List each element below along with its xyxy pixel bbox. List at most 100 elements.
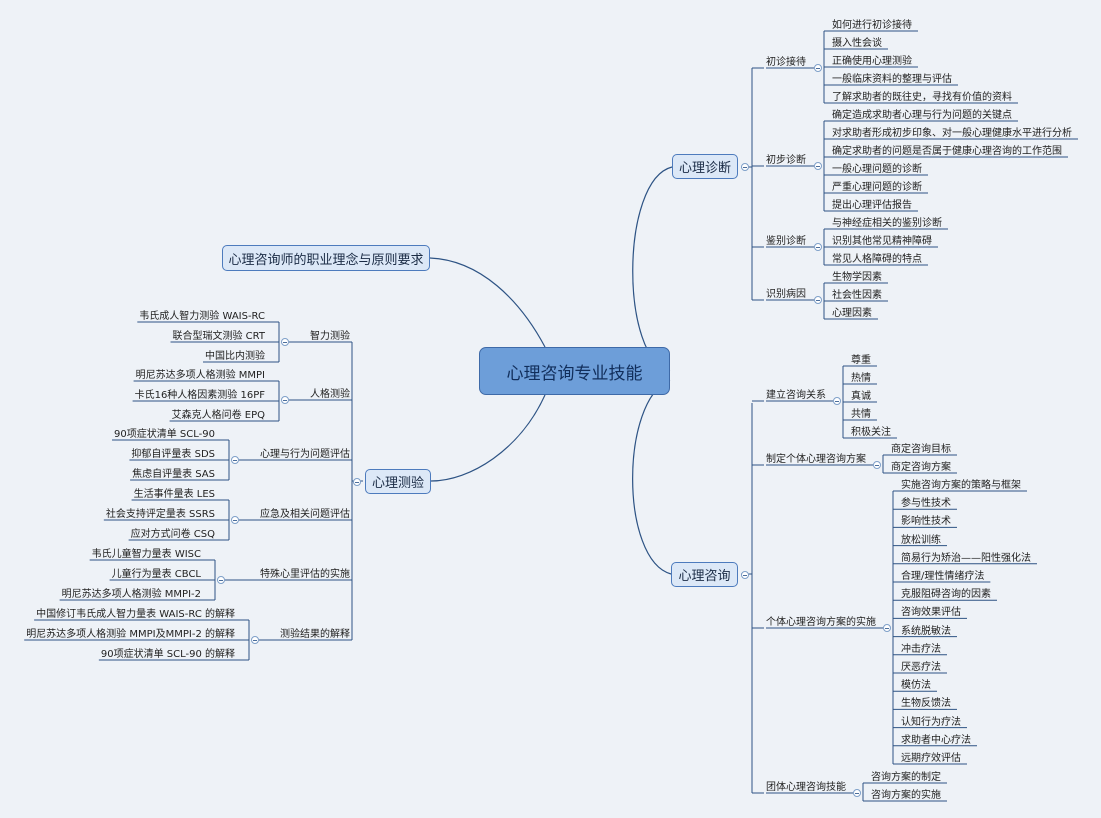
- collapse-toggle-icon[interactable]: [217, 576, 225, 584]
- leaf-topic[interactable]: 识别其他常见精神障碍: [832, 236, 932, 247]
- main-topic-counseling[interactable]: 心理咨询: [671, 562, 738, 587]
- collapse-toggle-icon[interactable]: [814, 162, 822, 170]
- leaf-topic[interactable]: 联合型瑞文测验 CRT: [172, 331, 266, 342]
- subtopic-label[interactable]: 识别病因: [766, 289, 806, 300]
- leaf-topic[interactable]: 求助者中心疗法: [901, 734, 971, 746]
- leaf-topic[interactable]: 冲击疗法: [901, 643, 941, 655]
- leaf-topic[interactable]: 中国修订韦氏成人智力量表 WAIS-RC 的解释: [36, 609, 235, 620]
- leaf-topic[interactable]: 心理因素: [832, 308, 872, 319]
- subtopic-label[interactable]: 团体心理咨询技能: [766, 782, 846, 793]
- leaf-topic[interactable]: 咨询方案的制定: [871, 772, 941, 783]
- subtopic-label[interactable]: 特殊心里评估的实施: [260, 569, 350, 580]
- leaf-topic[interactable]: 生物反馈法: [901, 698, 951, 710]
- collapse-toggle-icon[interactable]: [883, 624, 891, 632]
- leaf-topic[interactable]: 确定造成求助者心理与行为问题的关键点: [832, 110, 1012, 121]
- leaf-topic[interactable]: 积极关注: [851, 427, 891, 438]
- leaf-topic[interactable]: 一般心理问题的诊断: [832, 164, 922, 175]
- leaf-topic[interactable]: 影响性技术: [901, 516, 951, 528]
- leaf-topic[interactable]: 与神经症相关的鉴别诊断: [832, 218, 942, 229]
- leaf-topic[interactable]: 提出心理评估报告: [832, 200, 912, 211]
- leaf-topic[interactable]: 热情: [851, 373, 871, 384]
- leaf-topic[interactable]: 对求助者形成初步印象、对一般心理健康水平进行分析: [832, 128, 1072, 139]
- leaf-topic[interactable]: 如何进行初诊接待: [832, 20, 912, 31]
- leaf-topic[interactable]: 确定求助者的问题是否属于健康心理咨询的工作范围: [832, 146, 1062, 157]
- leaf-topic[interactable]: 实施咨询方案的策略与框架: [901, 480, 1021, 491]
- leaf-topic[interactable]: 明尼苏达多项人格测验 MMPI: [135, 370, 265, 381]
- subtopic-label[interactable]: 制定个体心理咨询方案: [766, 454, 866, 465]
- collapse-toggle-icon[interactable]: [353, 478, 361, 486]
- main-topic-diagnosis[interactable]: 心理诊断: [672, 154, 738, 179]
- collapse-toggle-icon[interactable]: [873, 461, 881, 469]
- subtopic-label[interactable]: 应急及相关问题评估: [260, 509, 350, 520]
- leaf-topic[interactable]: 真诚: [851, 391, 871, 402]
- leaf-topic[interactable]: 认知行为疗法: [901, 716, 961, 728]
- leaf-topic[interactable]: 社会性因素: [832, 290, 882, 301]
- central-topic[interactable]: 心理咨询专业技能: [479, 347, 670, 395]
- leaf-topic[interactable]: 90项症状清单 SCL-90 的解释: [100, 649, 235, 660]
- leaf-topic[interactable]: 生物学因素: [832, 272, 882, 283]
- connector-line: [430, 394, 546, 482]
- collapse-toggle-icon[interactable]: [814, 64, 822, 72]
- collapse-toggle-icon[interactable]: [814, 296, 822, 304]
- leaf-topic[interactable]: 简易行为矫治——阳性强化法: [901, 552, 1031, 564]
- collapse-toggle-icon[interactable]: [741, 571, 749, 579]
- main-topic-testing[interactable]: 心理测验: [365, 469, 431, 494]
- leaf-topic[interactable]: 儿童行为量表 CBCL: [111, 569, 201, 580]
- subtopic-label[interactable]: 鉴别诊断: [766, 236, 806, 247]
- leaf-topic[interactable]: 常见人格障碍的特点: [832, 254, 922, 265]
- subtopic-label[interactable]: 初诊接待: [766, 57, 806, 68]
- leaf-topic[interactable]: 韦氏成人智力测验 WAIS-RC: [139, 311, 265, 322]
- connector-line: [632, 379, 672, 575]
- leaf-topic[interactable]: 尊重: [851, 355, 871, 366]
- leaf-topic[interactable]: 咨询效果评估: [901, 607, 961, 619]
- leaf-topic[interactable]: 模仿法: [901, 680, 931, 692]
- leaf-topic[interactable]: 商定咨询方案: [891, 462, 951, 473]
- subtopic-label[interactable]: 建立咨询关系: [766, 390, 826, 401]
- leaf-topic[interactable]: 远期疗效评估: [901, 753, 961, 764]
- subtopic-label[interactable]: 测验结果的解释: [280, 629, 350, 640]
- leaf-topic[interactable]: 焦虑自评量表 SAS: [132, 469, 215, 480]
- leaf-topic[interactable]: 中国比内测验: [205, 351, 265, 362]
- leaf-topic[interactable]: 了解求助者的既往史，寻找有价值的资料: [832, 92, 1012, 103]
- subtopic-label[interactable]: 人格测验: [310, 389, 350, 400]
- leaf-topic[interactable]: 合理/理性情绪疗法: [901, 571, 985, 582]
- leaf-topic[interactable]: 韦氏儿童智力量表 WISC: [91, 549, 201, 560]
- connector-line: [429, 257, 546, 348]
- collapse-toggle-icon[interactable]: [231, 456, 239, 464]
- leaf-topic[interactable]: 艾森克人格问卷 EPQ: [171, 410, 265, 421]
- subtopic-label[interactable]: 初步诊断: [766, 155, 806, 166]
- leaf-topic[interactable]: 严重心理问题的诊断: [832, 182, 922, 193]
- collapse-toggle-icon[interactable]: [281, 396, 289, 404]
- subtopic-label[interactable]: 心理与行为问题评估: [260, 449, 350, 460]
- leaf-topic[interactable]: 参与性技术: [901, 498, 951, 510]
- collapse-toggle-icon[interactable]: [231, 516, 239, 524]
- collapse-toggle-icon[interactable]: [251, 636, 259, 644]
- leaf-topic[interactable]: 咨询方案的实施: [871, 790, 941, 801]
- subtopic-label[interactable]: 智力测验: [310, 331, 350, 342]
- leaf-topic[interactable]: 克服阻碍咨询的因素: [901, 589, 991, 601]
- leaf-topic[interactable]: 一般临床资料的整理与评估: [832, 74, 952, 85]
- leaf-topic[interactable]: 系统脱敏法: [901, 625, 951, 637]
- subtopic-label[interactable]: 个体心理咨询方案的实施: [766, 617, 876, 628]
- leaf-topic[interactable]: 摄入性会谈: [832, 38, 882, 49]
- leaf-topic[interactable]: 卡氏16种人格因素测验 16PF: [134, 390, 265, 401]
- leaf-topic[interactable]: 90项症状清单 SCL-90: [114, 429, 215, 440]
- leaf-topic[interactable]: 厌恶疗法: [901, 662, 941, 673]
- leaf-topic[interactable]: 社会支持评定量表 SSRS: [105, 509, 215, 520]
- leaf-topic[interactable]: 明尼苏达多项人格测验 MMPI-2: [61, 589, 201, 600]
- leaf-topic[interactable]: 共情: [851, 409, 871, 420]
- leaf-topic[interactable]: 应对方式问卷 CSQ: [130, 529, 215, 540]
- leaf-topic[interactable]: 生活事件量表 LES: [133, 489, 215, 500]
- leaf-topic[interactable]: 明尼苏达多项人格测验 MMPI及MMPI-2 的解释: [26, 629, 235, 640]
- collapse-toggle-icon[interactable]: [814, 243, 822, 251]
- leaf-topic[interactable]: 放松训练: [901, 534, 941, 546]
- leaf-topic[interactable]: 抑郁自评量表 SDS: [131, 449, 215, 460]
- collapse-toggle-icon[interactable]: [833, 397, 841, 405]
- leaf-topic[interactable]: 商定咨询目标: [891, 444, 951, 455]
- collapse-toggle-icon[interactable]: [741, 163, 749, 171]
- collapse-toggle-icon[interactable]: [281, 338, 289, 346]
- main-topic-ethics[interactable]: 心理咨询师的职业理念与原则要求: [222, 245, 430, 271]
- leaf-topic[interactable]: 正确使用心理测验: [832, 56, 912, 67]
- collapse-toggle-icon[interactable]: [853, 789, 861, 797]
